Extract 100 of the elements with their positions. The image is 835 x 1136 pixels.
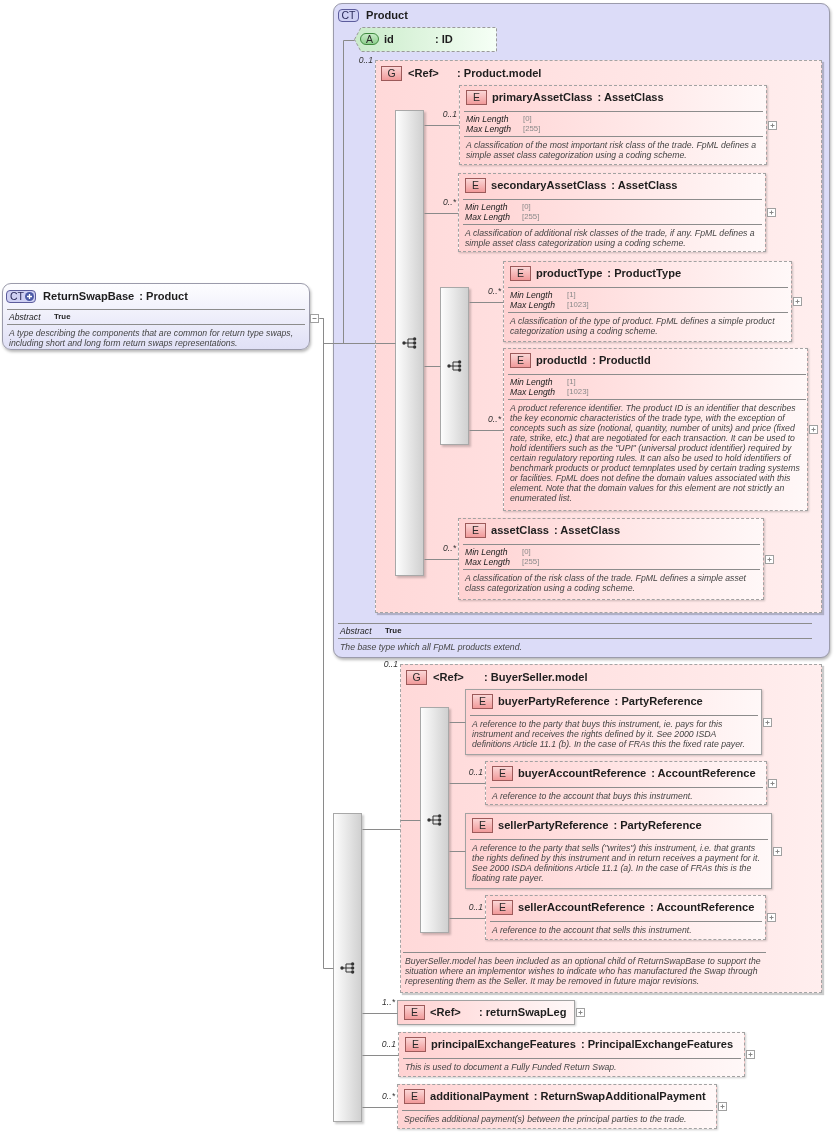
connector-line xyxy=(469,302,504,303)
multiplicity-label: 0..1 xyxy=(442,109,457,119)
complex-type-box xyxy=(2,283,319,350)
type-name: : PrincipalExchangeFeatures xyxy=(580,1038,734,1051)
element-box xyxy=(458,518,764,600)
sequence-bar xyxy=(395,110,424,576)
type-name: ReturnSwapBase xyxy=(43,290,135,303)
description-text: A product reference identifier. The product ID is an identifier that describes the key economic characteristics of the trade type, with the exception of concepts such as size (notional, quantity, number of units) and price (fixed rate, strike, etc.) that are negotiated for each transaction. It can be used to hold identifiers such as the "UPI" (universal product identifier) required by certain regulatory reporting rules. It can also be used to hold identifiers of benchmark products or product temnplates used by certain trading systems or facilities. FpML does not define the domain values associated with this element. Note that the domain values for this element are not strictly an enumerated list. xyxy=(509,403,801,503)
element-badge: E xyxy=(404,1089,425,1104)
element-name: buyerPartyReference xyxy=(498,695,610,708)
connector-line xyxy=(449,851,466,852)
attribute-box xyxy=(354,27,497,52)
property-label: Abstract xyxy=(9,312,41,322)
facet-label: Max Length xyxy=(466,124,511,134)
element-badge: E xyxy=(510,266,531,281)
description-text: A classification of additional risk classes of the trade, if any. FpML defines a simple asset class categorization using a coding scheme. xyxy=(464,228,756,248)
element-box xyxy=(465,813,772,889)
group-badge: G xyxy=(381,66,402,81)
element-badge: E xyxy=(510,353,531,368)
facet-label: Min Length xyxy=(510,290,553,300)
connector-line xyxy=(400,820,421,821)
group-badge: G xyxy=(406,670,427,685)
description-text: A classification of the risk class of the trade. FpML defines a simple asset class categorization using a coding scheme. xyxy=(464,573,748,593)
description-text: A reference to the account that sells this instrument. xyxy=(491,925,693,935)
connector-line xyxy=(424,559,459,560)
element-box xyxy=(503,261,792,342)
element-box xyxy=(465,689,762,755)
connector-line xyxy=(362,1013,398,1014)
element-badge: E xyxy=(465,178,486,193)
element-badge: E xyxy=(404,1005,425,1020)
element-name: additionalPayment xyxy=(430,1090,529,1103)
element-name: buyerAccountReference xyxy=(518,767,647,780)
type-name: : AssetClass xyxy=(611,179,678,192)
multiplicity-label: 0..* xyxy=(488,413,501,424)
element-box xyxy=(485,895,766,940)
element-name: sellerPartyReference xyxy=(498,819,609,832)
element-name: principalExchangeFeatures xyxy=(431,1038,576,1051)
element-name: assetClass xyxy=(491,524,549,537)
attribute-name: id xyxy=(384,32,394,46)
base-type-name: : Product xyxy=(139,290,188,303)
multiplicity-label: 0..1 xyxy=(468,901,483,912)
facet-label: Min Length xyxy=(510,377,553,387)
element-name: <Ref> xyxy=(430,1006,461,1019)
element-box xyxy=(503,348,808,511)
description-text: A type describing the components that are common for return type swaps, including short and long form return swaps representations. xyxy=(8,328,295,348)
element-badge: E xyxy=(492,900,513,915)
description-text: A classification of the most important risk class of the trade. FpML defines a simple asset class categorization using a coding scheme. xyxy=(465,140,758,160)
facet-label: Max Length xyxy=(510,300,555,310)
element-badge: E xyxy=(405,1037,426,1052)
element-name: sellerAccountReference xyxy=(518,901,645,914)
description-text: A classification of the type of product. FpML defines a simple product categorization using a coding scheme. xyxy=(509,316,776,336)
connector-line xyxy=(362,829,401,830)
element-badge: E xyxy=(492,766,513,781)
element-box xyxy=(485,761,767,805)
description-text: A reference to the account that buys this instrument. xyxy=(491,791,694,801)
sequence-bar xyxy=(420,707,449,933)
connector-line xyxy=(449,783,486,784)
multiplicity-label: 0..* xyxy=(443,543,456,553)
type-name: : ProductType xyxy=(607,267,682,280)
element-badge: E xyxy=(472,694,493,709)
type-name: : AssetClass xyxy=(597,91,664,104)
badge-label: CT xyxy=(10,291,24,302)
type-name: : AccountReference xyxy=(650,901,755,914)
complex-type-box xyxy=(333,3,830,658)
type-name: : AssetClass xyxy=(554,524,621,537)
element-badge: E xyxy=(465,523,486,538)
description-text: Specifies additional payment(s) between the principal parties to the trade. xyxy=(403,1114,688,1124)
connector-line xyxy=(319,318,334,969)
type-name: : returnSwapLeg xyxy=(479,1006,567,1019)
type-name: : ID xyxy=(435,32,453,46)
facet-label: Max Length xyxy=(465,557,510,567)
group-box xyxy=(400,664,822,993)
element-box xyxy=(398,1032,745,1077)
connector-line xyxy=(424,125,460,126)
multiplicity-label: 0..* xyxy=(443,196,456,207)
group-name: : BuyerSeller.model xyxy=(484,671,588,684)
multiplicity-label: 0..1 xyxy=(358,55,373,65)
sequence-bar xyxy=(333,813,362,1122)
type-name: Product xyxy=(366,9,408,22)
connector-line xyxy=(362,1055,399,1056)
element-name: primaryAssetClass xyxy=(492,91,593,104)
element-box xyxy=(458,173,766,252)
element-name: secondaryAssetClass xyxy=(491,179,607,192)
connector-line xyxy=(424,213,459,214)
connector-line xyxy=(333,343,376,344)
type-name: : ProductId xyxy=(592,354,651,367)
ref-label: <Ref> xyxy=(408,67,439,80)
description-text: This is used to document a Fully Funded Return Swap. xyxy=(404,1062,618,1072)
facet-label: Min Length xyxy=(466,114,509,124)
group-box xyxy=(375,60,822,613)
element-badge: E xyxy=(472,818,493,833)
type-name: : ReturnSwapAdditionalPayment xyxy=(533,1090,706,1103)
facet-label: Min Length xyxy=(465,202,508,212)
description-text: A reference to the party that sells ("writes") this instrument, i.e. that grants the rights defined by this instrument and in return receives a payment for it. See 2000 ISDA definitions Article 11.1 (a). In the case of FRAs this is the floating rate payer. xyxy=(471,843,761,883)
type-name: : PartyReference xyxy=(614,695,703,708)
facet-label: Max Length xyxy=(465,212,510,222)
connector-line xyxy=(375,343,396,344)
description-text: The base type which all FpML products extend. xyxy=(339,642,523,652)
multiplicity-label: 0..* xyxy=(382,1090,395,1101)
multiplicity-label: 0..1 xyxy=(468,767,483,777)
